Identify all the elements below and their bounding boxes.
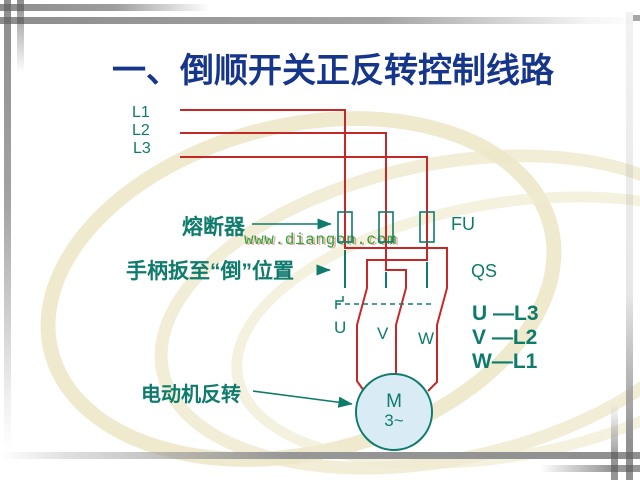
motor-phase-label: 3~ [384,411,404,430]
decor-cross-square [17,4,24,11]
wire-l2 [180,132,407,376]
wire-l1 [180,109,448,392]
phase-label-l2: L2 [132,122,150,139]
fuse-symbol [378,211,394,243]
phase-label-l1: L1 [132,104,150,121]
decor-cross-square [17,17,24,24]
decor-cross-square [4,17,11,24]
decor-bar-left-v2 [17,0,24,72]
mapping-line: U —L3 [472,302,539,325]
decor-bar-bottom-h2 [540,465,640,472]
motor-symbol [355,373,433,451]
motor-caption: 电动机反转 [141,384,241,406]
fuse-symbol [419,211,435,243]
fuse-symbol [337,211,353,243]
motor-symbol-letter: M [386,391,402,412]
switch-tag: QS [471,261,498,281]
terminal-label-u: U [334,318,347,337]
decor-cross-square [611,452,618,459]
terminal-label-w: W [418,329,435,348]
handle-position-label: 手柄扳至“倒”位置 [126,260,294,283]
wire-l3 [180,156,428,392]
slide-title: 一、倒顺开关正反转控制线路 [112,52,554,90]
decor-bar-top-h1 [0,4,210,11]
decor-bar-endcap [633,15,640,21]
decor-bar-left-v1 [4,0,11,452]
decor-cross-square [4,4,11,11]
terminal-label-v: V [377,324,389,343]
decor-bar-right-v1 [626,12,633,480]
fuse-tag: FU [451,214,475,234]
fuse-label: 熔断器 [182,216,245,239]
watermark-text: www.diangon.com [244,231,398,249]
mapping-line: W—L1 [472,350,538,373]
motor-pointer-arrow-icon [252,390,353,408]
decor-bar-bottom-h1 [0,452,640,459]
decor-cross-square [626,465,633,472]
decor-bar-right-v2 [611,404,618,480]
phase-mapping-list: U —L3 V —L2 W—L1 [472,302,539,374]
decor-cross-square [626,452,633,459]
mapping-line: V —L2 [472,326,538,349]
decor-bar-top-h2 [0,17,640,24]
switch-handle-icon [335,296,344,309]
decor-cross-square [611,465,618,472]
phase-label-l3: L3 [133,140,151,157]
